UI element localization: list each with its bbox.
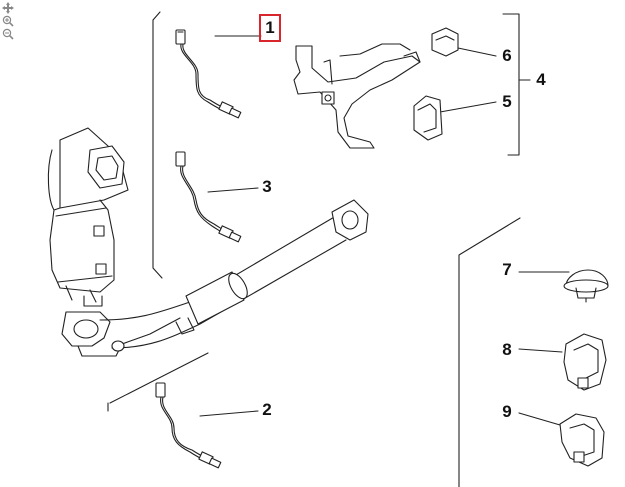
oxygen-sensor-3-drawing: [175, 151, 242, 243]
support-bracket-drawing: [293, 43, 421, 149]
exhaust-pipe-drawing: [99, 199, 369, 352]
part-8-clamp-drawing: [563, 333, 607, 391]
catalytic-converter-drawing: [47, 127, 129, 307]
part-6-clip-drawing: [431, 27, 459, 57]
leader-8: [518, 348, 563, 353]
callout-8[interactable]: 8: [502, 340, 512, 359]
oxygen-sensor-1-drawing: [175, 29, 242, 119]
group-bracket-accessories: [458, 217, 521, 487]
callout-1[interactable]: 1: [259, 14, 281, 42]
group-bracket-sensors: [152, 11, 163, 279]
callout-4[interactable]: 4: [536, 70, 546, 89]
group-bracket-support: [502, 13, 520, 156]
callout-6[interactable]: 6: [502, 46, 512, 65]
leader-5: [439, 101, 497, 113]
oxygen-sensor-2-drawing: [155, 382, 222, 469]
part-5-bracket-drawing: [413, 95, 443, 141]
callout-3[interactable]: 3: [262, 177, 272, 196]
zoom-toolbar: [2, 2, 16, 40]
callout-9[interactable]: 9: [502, 402, 512, 421]
zoom-out-icon[interactable]: [2, 28, 14, 40]
callout-2[interactable]: 2: [262, 400, 272, 419]
zoom-in-icon[interactable]: [2, 15, 14, 27]
callout-7[interactable]: 7: [502, 260, 512, 279]
leader-3: [207, 187, 259, 193]
part-9-clamp-drawing: [559, 413, 605, 467]
move-icon[interactable]: [2, 2, 14, 14]
callout-5[interactable]: 5: [502, 92, 512, 111]
leader-2: [199, 410, 259, 417]
leader-9: [518, 412, 561, 426]
part-7-cap-drawing: [563, 269, 609, 303]
group-bracket-lower: [107, 352, 209, 412]
leader-6: [457, 47, 497, 57]
